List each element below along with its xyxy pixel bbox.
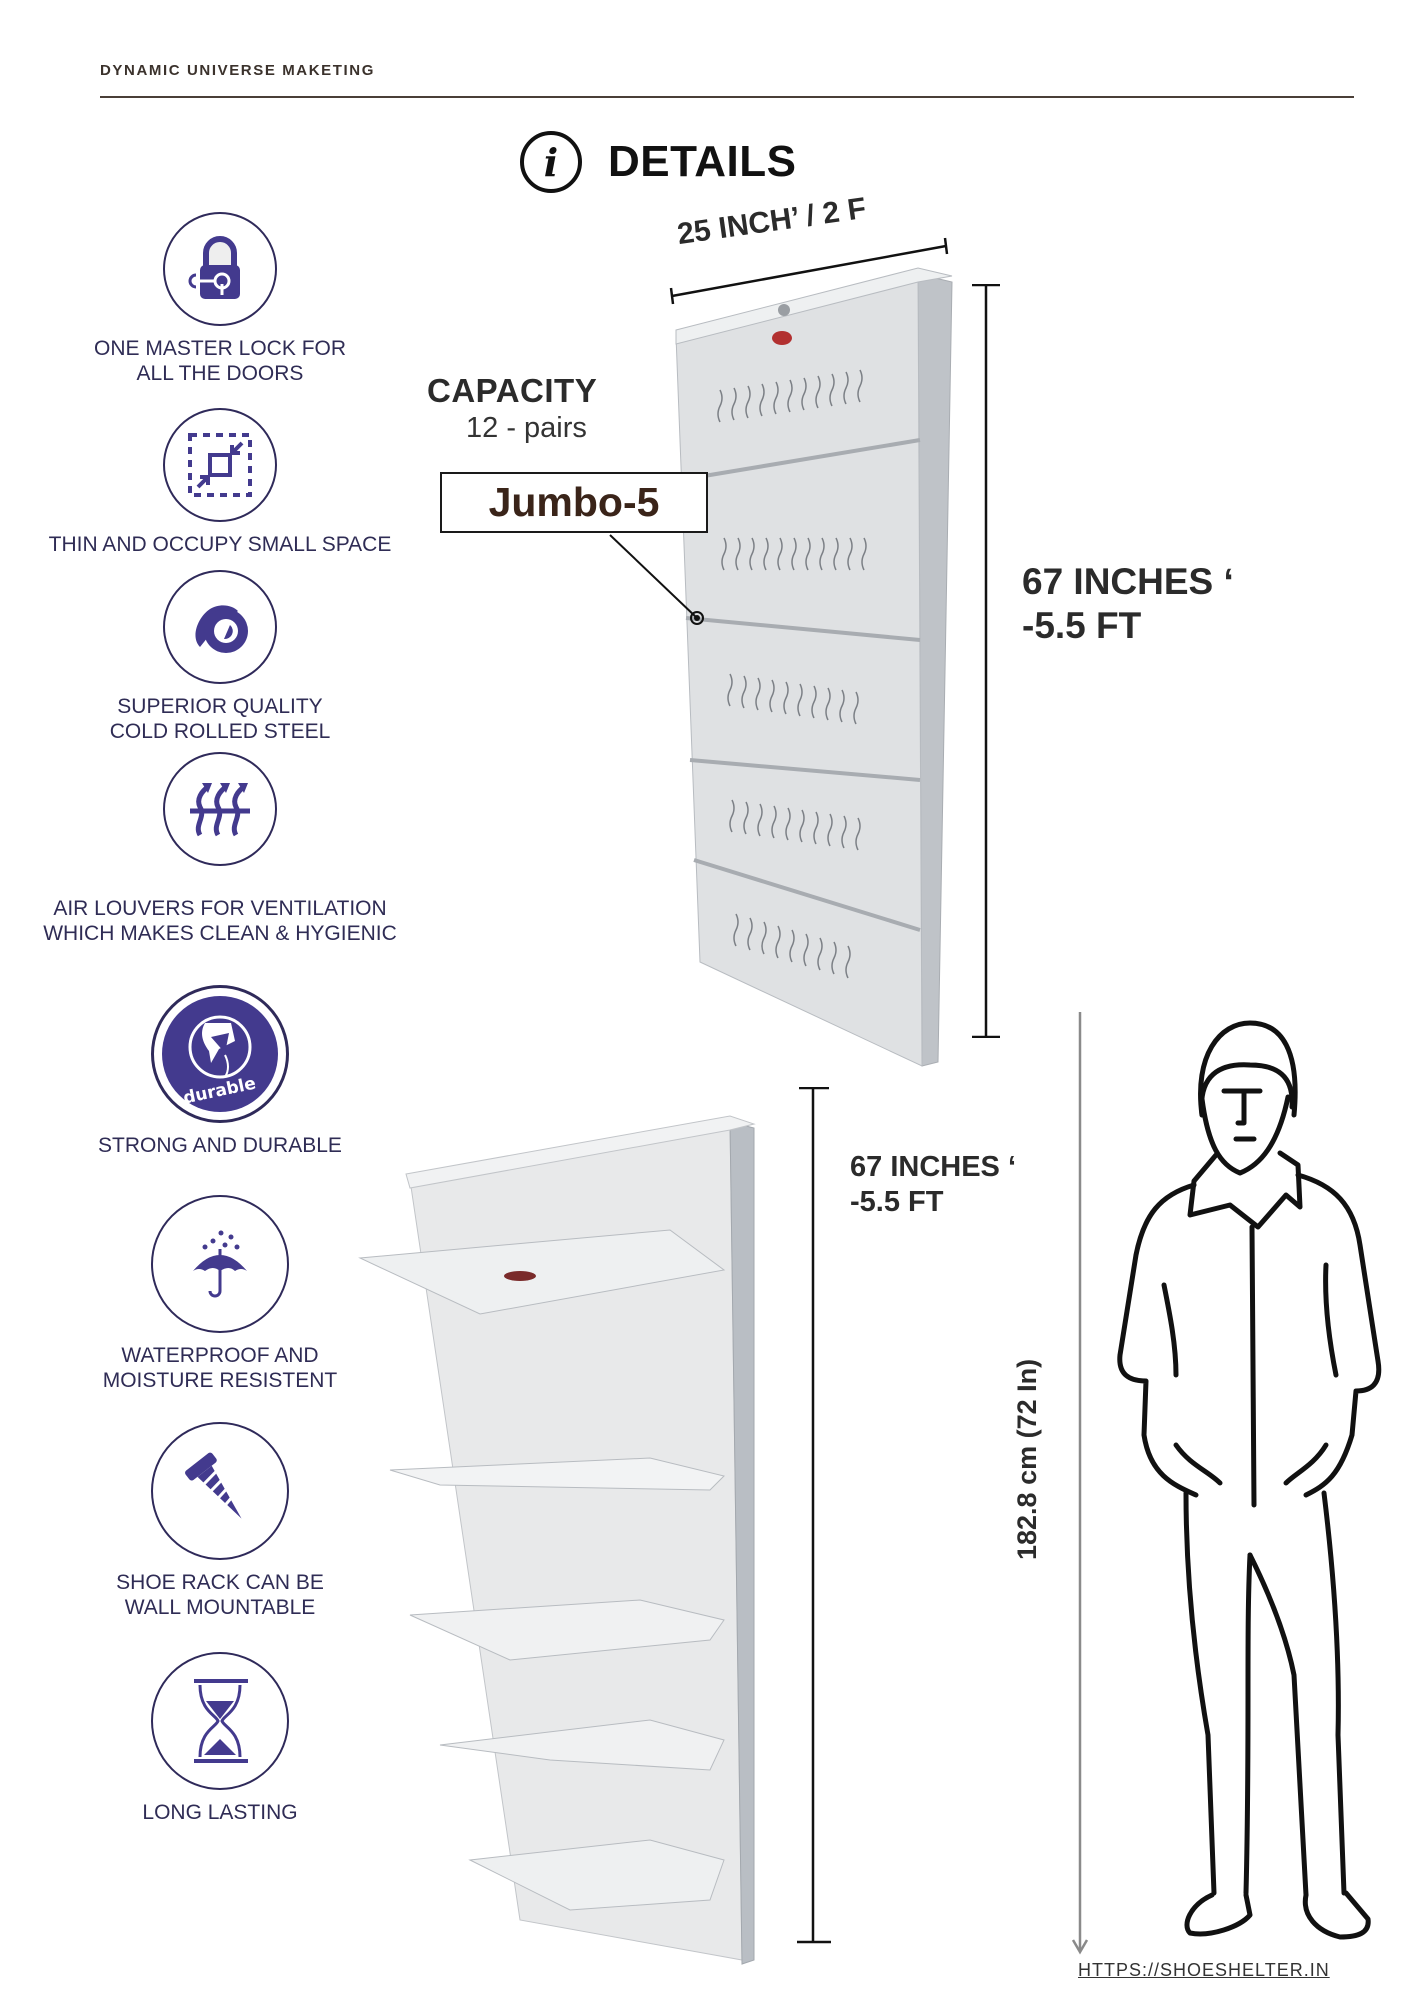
brand-name: DYNAMIC UNIVERSE MAKETING [100, 62, 376, 79]
feature-ventilation: AIR LOUVERS FOR VENTILATION WHICH MAKES … [20, 752, 420, 946]
human-figure-illustration [1117, 1020, 1382, 1940]
model-label-box: Jumbo-5 [440, 472, 708, 533]
feature-durable: durable STRONG AND DURABLE [20, 985, 420, 1158]
model-leader-line [609, 534, 704, 625]
capacity-title: CAPACITY [427, 372, 598, 409]
height-label-bottom: 67 INCHES ‘ -5.5 FT [850, 1151, 1016, 1218]
height-dimension-line-bottom [797, 1087, 831, 1944]
feature-label: STRONG AND DURABLE [98, 1134, 342, 1157]
height-label-top: 67 INCHES ‘ -5.5 FT [1022, 561, 1234, 647]
compress-space-icon [163, 408, 277, 522]
feature-waterproof: WATERPROOF AND MOISTURE RESISTENT [20, 1195, 420, 1393]
page-title-text: DETAILS [608, 137, 797, 186]
feature-label: SHOE RACK CAN BE WALL MOUNTABLE [116, 1571, 324, 1619]
website-link[interactable]: HTTPS://SHOESHELTER.IN [1078, 1960, 1330, 1980]
air-ventilation-icon [163, 752, 277, 866]
page-title: i DETAILS [520, 131, 796, 193]
feature-wall-mountable: SHOE RACK CAN BE WALL MOUNTABLE [20, 1422, 420, 1620]
closed-shoe-cabinet-image [675, 267, 953, 1067]
steel-roll-icon [163, 570, 277, 684]
feature-label: WATERPROOF AND MOISTURE RESISTENT [102, 1344, 338, 1392]
capacity-value: 12 - pairs [466, 412, 587, 444]
screw-icon [151, 1422, 289, 1560]
feature-label: THIN AND OCCUPY SMALL SPACE [48, 533, 392, 556]
umbrella-rain-icon [151, 1195, 289, 1333]
feature-label: LONG LASTING [142, 1801, 298, 1824]
padlock-key-icon [163, 212, 277, 326]
feature-steel: SUPERIOR QUALITY COLD ROLLED STEEL [20, 570, 420, 744]
feature-label: ONE MASTER LOCK FOR ALL THE DOORS [93, 337, 347, 385]
feature-master-lock: ONE MASTER LOCK FOR ALL THE DOORS [20, 212, 420, 386]
info-icon: i [520, 131, 582, 193]
feature-long-lasting: LONG LASTING [20, 1652, 420, 1825]
feature-label: AIR LOUVERS FOR VENTILATION WHICH MAKES … [43, 897, 397, 945]
durable-badge-icon: durable [151, 985, 289, 1123]
human-height-arrow [1071, 1012, 1089, 1955]
feature-label: SUPERIOR QUALITY COLD ROLLED STEEL [109, 695, 331, 743]
open-shoe-cabinet-image [358, 1115, 756, 1965]
height-dimension-line-top [972, 284, 1000, 1038]
header-divider [100, 96, 1354, 98]
model-name: Jumbo-5 [488, 479, 660, 525]
hourglass-icon [151, 1652, 289, 1790]
human-height-label: 182.8 cm (72 In) [1012, 1358, 1042, 1560]
feature-small-space: THIN AND OCCUPY SMALL SPACE [20, 408, 420, 557]
width-dimension-line [669, 237, 949, 305]
